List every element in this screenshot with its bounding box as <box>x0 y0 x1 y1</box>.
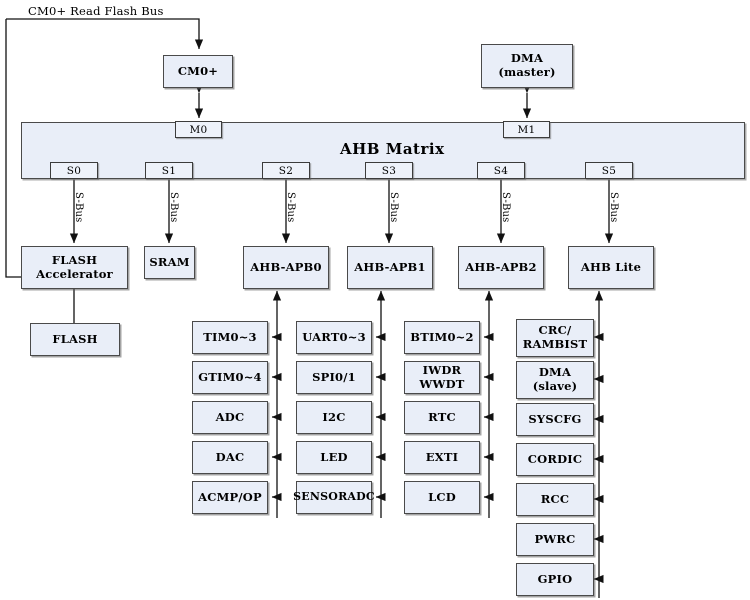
peripheral-label: IWDR WWDT <box>419 362 465 391</box>
sbus-label-s4: S-Bus <box>500 192 511 223</box>
matrix-port-m0-label: M0 <box>189 123 208 136</box>
slave-ahb-lite-label: AHB Lite <box>580 259 642 274</box>
sbus-label-s2: S-Bus <box>285 192 296 223</box>
peripheral-label: ADC <box>215 409 245 424</box>
matrix-port-m1-label: M1 <box>517 123 536 136</box>
slave-ahb-apb1-label: AHB-APB1 <box>354 259 426 274</box>
slave-flash-accelerator-label: FLASH Accelerator <box>36 252 113 281</box>
flash-bus-label: CM0+ Read Flash Bus <box>28 4 164 18</box>
peripheral-label: GPIO <box>537 571 573 586</box>
slave-box-ahb-lite[interactable]: AHB Lite <box>568 246 654 289</box>
peripheral-label: DAC <box>215 449 245 464</box>
peripheral-box-sensoradc[interactable]: SENSORADC <box>293 481 375 514</box>
slave-box-sram[interactable]: SRAM <box>144 246 195 279</box>
matrix-port-m1[interactable]: M1 <box>503 121 550 138</box>
peripheral-box-led[interactable]: LED <box>296 441 372 474</box>
peripheral-box-iwdr-wwdt[interactable]: IWDR WWDT <box>404 361 480 394</box>
matrix-port-s3[interactable]: S3 <box>365 162 413 179</box>
slave-ahb-apb2-label: AHB-APB2 <box>465 259 537 274</box>
peripheral-box-lcd[interactable]: LCD <box>404 481 480 514</box>
peripheral-label: RCC <box>540 491 570 506</box>
matrix-port-s2-label: S2 <box>278 164 294 177</box>
sbus-label-s1: S-Bus <box>168 192 179 223</box>
peripheral-box-uart0-3[interactable]: UART0~3 <box>296 321 372 354</box>
matrix-port-s5[interactable]: S5 <box>585 162 633 179</box>
memory-box-flash[interactable]: FLASH <box>30 323 120 356</box>
slave-box-ahb-apb1[interactable]: AHB-APB1 <box>347 246 433 289</box>
matrix-port-s3-label: S3 <box>381 164 397 177</box>
sbus-label-s3: S-Bus <box>388 192 399 223</box>
slave-box-ahb-apb2[interactable]: AHB-APB2 <box>458 246 544 289</box>
peripheral-box-adc[interactable]: ADC <box>192 401 268 434</box>
peripheral-label: I2C <box>322 409 346 424</box>
peripheral-label: LED <box>320 449 348 464</box>
peripheral-label: SPI0/1 <box>312 369 356 384</box>
matrix-port-s0[interactable]: S0 <box>50 162 98 179</box>
peripheral-label: CORDIC <box>527 451 583 466</box>
matrix-port-s4[interactable]: S4 <box>477 162 525 179</box>
flash-bus-to-cm0 <box>6 18 204 50</box>
peripheral-box-dac[interactable]: DAC <box>192 441 268 474</box>
peripheral-box-btim0-2[interactable]: BTIM0~2 <box>404 321 480 354</box>
peripheral-box-dma-slave[interactable]: DMA (slave) <box>516 361 594 399</box>
slave-sram-label: SRAM <box>149 254 190 269</box>
master-box-cm0[interactable]: CM0+ <box>163 55 233 88</box>
peripheral-box-rtc[interactable]: RTC <box>404 401 480 434</box>
peripheral-label: RTC <box>428 409 456 424</box>
slave-ahb-apb0-label: AHB-APB0 <box>250 259 322 274</box>
peripheral-box-gpio[interactable]: GPIO <box>516 563 594 596</box>
peripheral-label: EXTI <box>425 449 459 464</box>
peripheral-box-acmp-op[interactable]: ACMP/OP <box>192 481 268 514</box>
peripheral-box-rcc[interactable]: RCC <box>516 483 594 516</box>
matrix-port-s5-label: S5 <box>601 164 617 177</box>
peripheral-box-crc-rambist[interactable]: CRC/ RAMBIST <box>516 319 594 357</box>
master-dma-label: DMA (master) <box>498 51 556 79</box>
peripheral-label: SENSORADC <box>293 490 375 504</box>
peripheral-label: BTIM0~2 <box>410 329 474 344</box>
peripheral-box-pwrc[interactable]: PWRC <box>516 523 594 556</box>
peripheral-label: ACMP/OP <box>198 489 262 504</box>
peripheral-box-i2c[interactable]: I2C <box>296 401 372 434</box>
peripheral-label: SYSCFG <box>528 411 582 426</box>
slave-box-ahb-apb0[interactable]: AHB-APB0 <box>243 246 329 289</box>
peripheral-label: GTIM0~4 <box>198 369 262 384</box>
matrix-port-s4-label: S4 <box>493 164 509 177</box>
matrix-port-s2[interactable]: S2 <box>262 162 310 179</box>
slave-box-flash-accelerator[interactable]: FLASH Accelerator <box>21 246 128 289</box>
peripheral-box-tim0-3[interactable]: TIM0~3 <box>192 321 268 354</box>
peripheral-label: PWRC <box>534 531 576 546</box>
peripheral-label: TIM0~3 <box>203 329 257 344</box>
peripheral-box-cordic[interactable]: CORDIC <box>516 443 594 476</box>
ahb-matrix-label: AHB Matrix <box>340 140 445 158</box>
sbus-label-s5: S-Bus <box>608 192 619 223</box>
master-box-dma[interactable]: DMA (master) <box>481 44 573 88</box>
peripheral-box-spi0-1[interactable]: SPI0/1 <box>296 361 372 394</box>
peripheral-box-exti[interactable]: EXTI <box>404 441 480 474</box>
memory-flash-label: FLASH <box>52 331 98 346</box>
flash-bus-line <box>5 19 21 278</box>
peripheral-label: CRC/ RAMBIST <box>522 323 588 351</box>
peripheral-label: DMA (slave) <box>532 365 578 393</box>
sbus-label-s0: S-Bus <box>73 192 84 223</box>
matrix-port-m0[interactable]: M0 <box>175 121 222 138</box>
matrix-port-s0-label: S0 <box>66 164 82 177</box>
matrix-port-s1-label: S1 <box>161 164 177 177</box>
peripheral-label: UART0~3 <box>302 329 366 344</box>
peripheral-box-syscfg[interactable]: SYSCFG <box>516 403 594 436</box>
master-cm0-label: CM0+ <box>177 63 219 78</box>
peripheral-label: LCD <box>428 489 456 504</box>
peripheral-box-gtim0-4[interactable]: GTIM0~4 <box>192 361 268 394</box>
matrix-port-s1[interactable]: S1 <box>145 162 193 179</box>
